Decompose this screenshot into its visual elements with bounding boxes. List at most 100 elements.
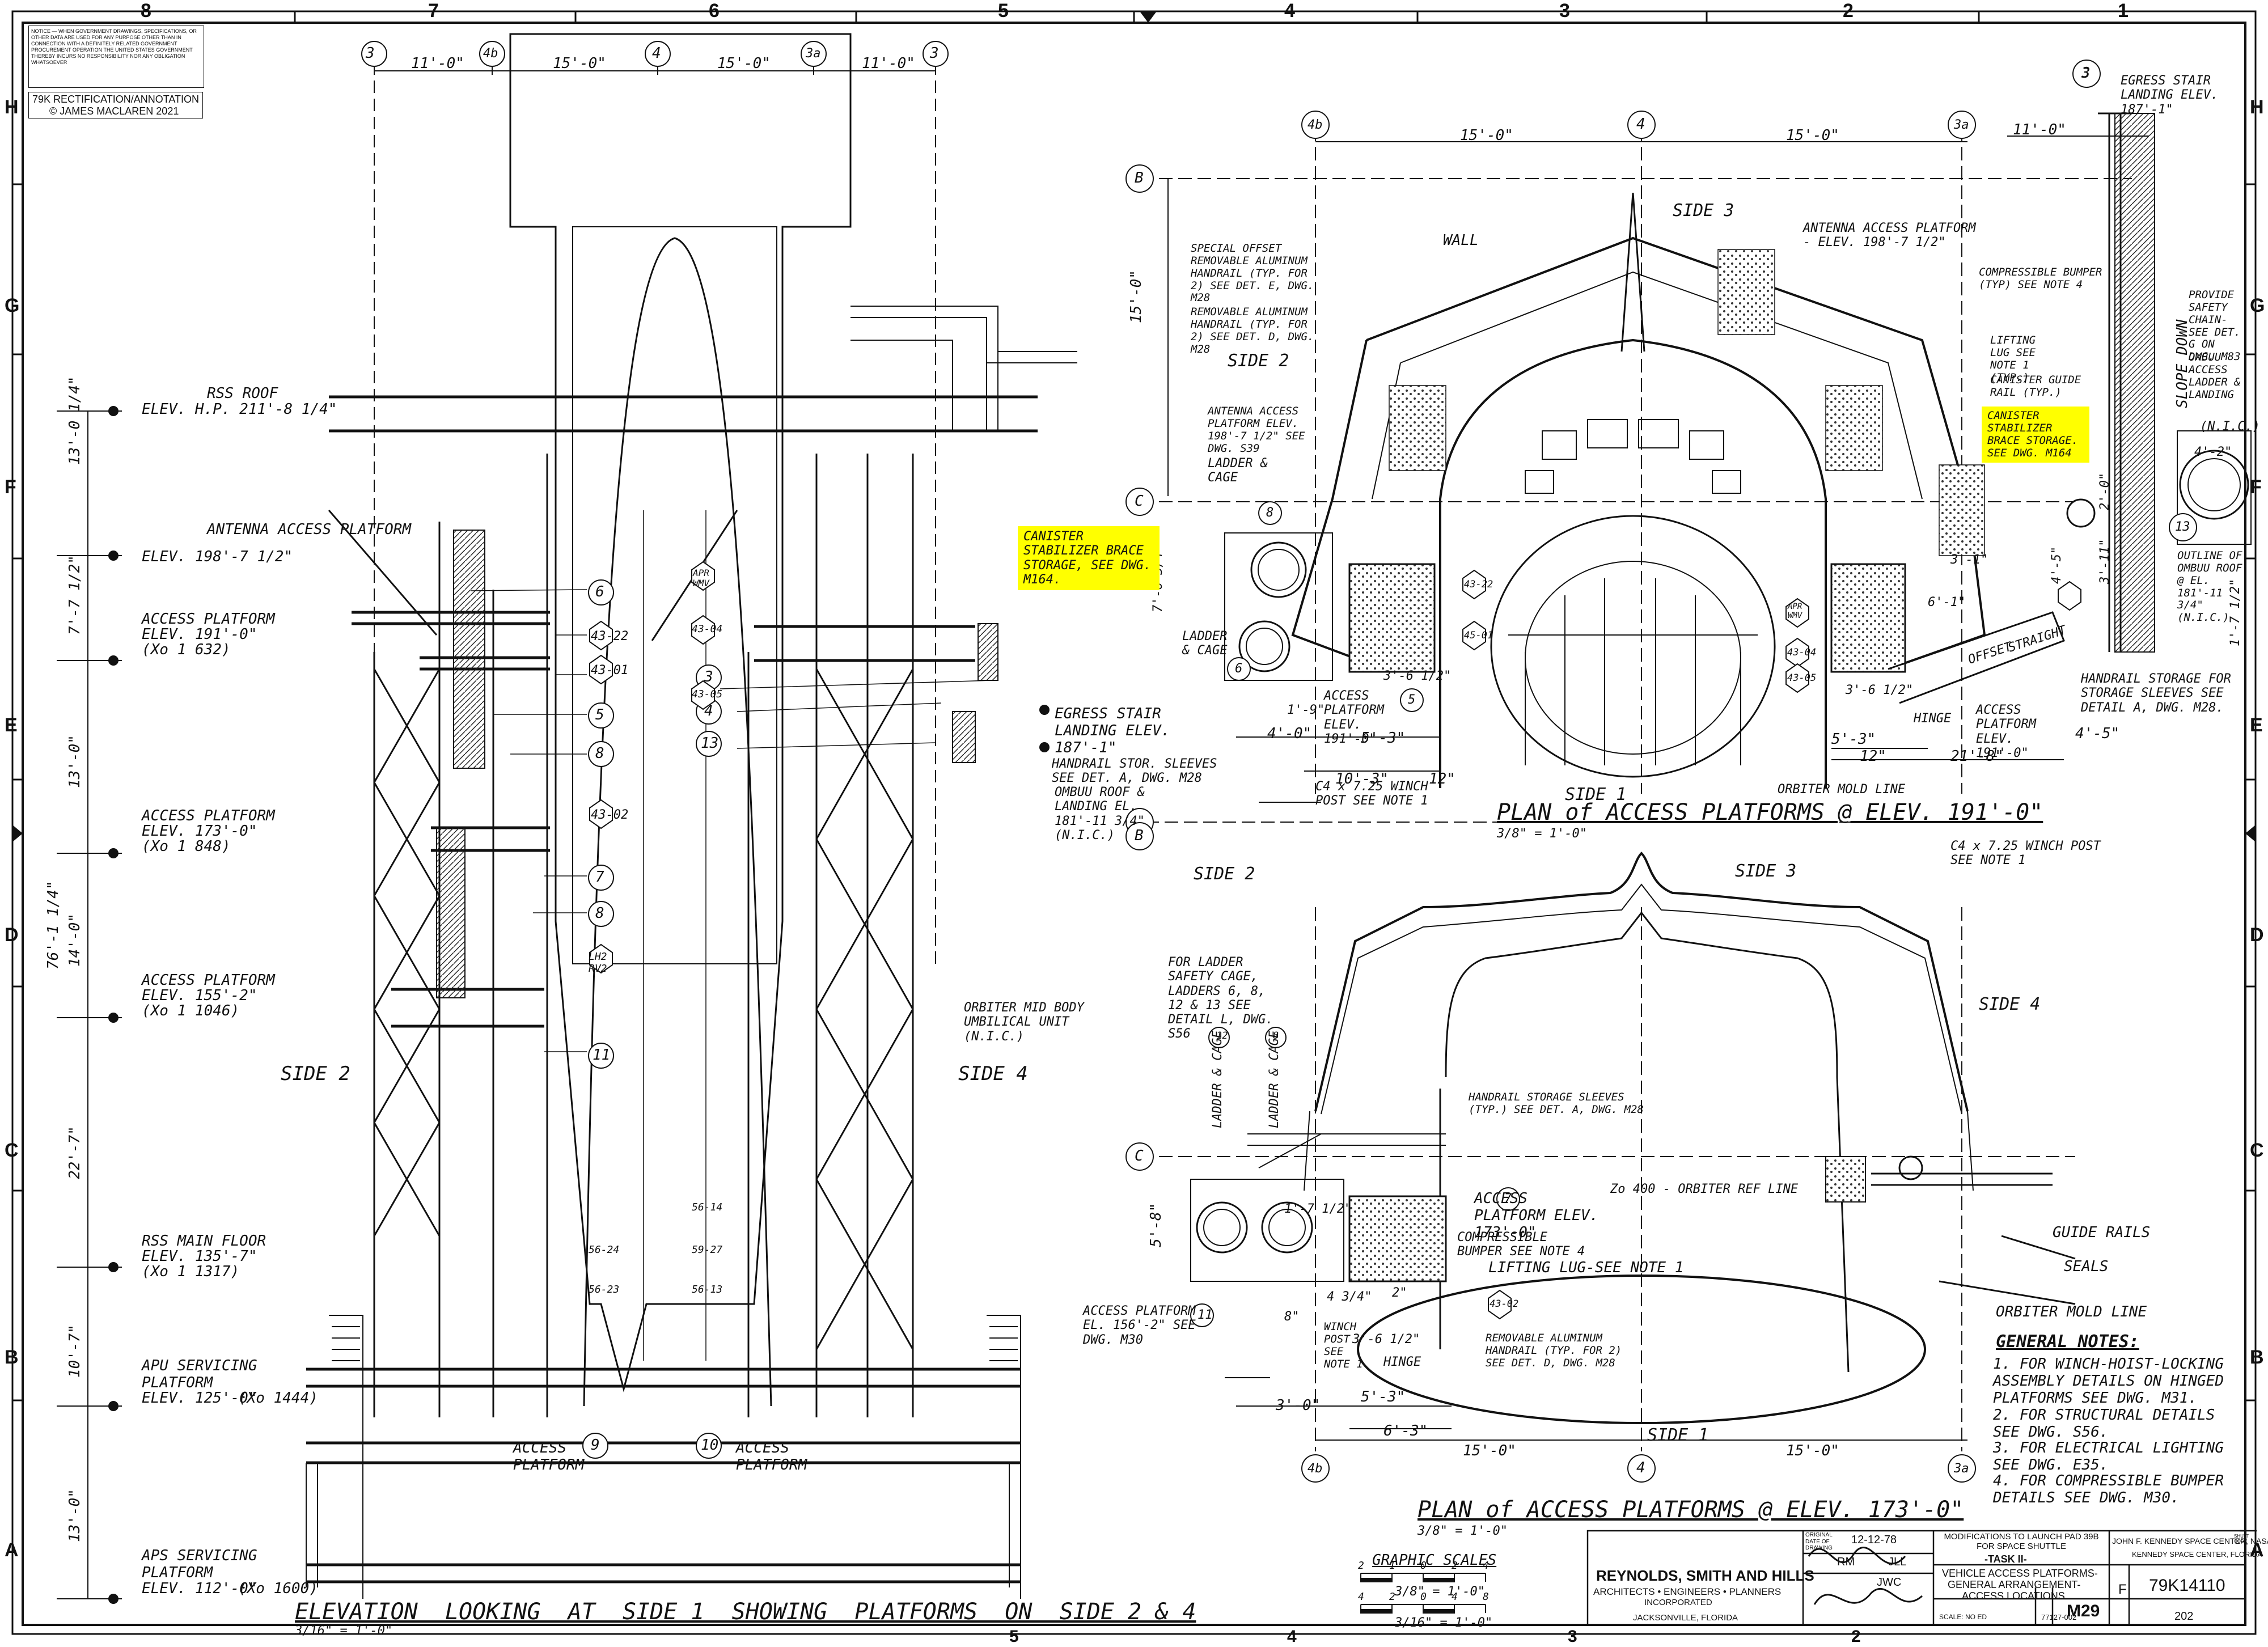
p191-callout-5: 5 <box>1408 693 1416 707</box>
p173-callout-12: 12 <box>1216 1030 1228 1041</box>
tb-firm-sub: ARCHITECTS • ENGINEERS • PLANNERS <box>1593 1586 1782 1597</box>
p191-dim-8: 4'-0" <box>1267 725 1312 742</box>
scale2-tick-0: 4 <box>1358 1591 1364 1603</box>
p191-callout-3: 3 <box>2082 66 2090 81</box>
elev-aps-value: ELEV. 112'-0" <box>142 1580 257 1597</box>
zone-row-f-right: F <box>2250 476 2262 498</box>
p191-wall: WALL <box>1443 232 1479 249</box>
tb-drawn: RM <box>1837 1556 1855 1568</box>
p191-dim-9: 5'-3" <box>1361 730 1406 747</box>
tb-firm-inc: INCORPORATED <box>1644 1598 1712 1607</box>
elev-left-dim-3: 13'-0" <box>66 735 83 788</box>
zone-row-d: D <box>5 924 19 946</box>
p191-compressible: COMPRESSIBLE BUMPER (TYP) SEE NOTE 4 <box>1979 266 2102 291</box>
p173-winch-post: WINCH POST SEE NOTE 1 <box>1324 1320 1363 1370</box>
elev-callout-43-05: 43-05 <box>692 688 723 700</box>
elev-apu-value: ELEV. 125'-0" <box>142 1390 257 1407</box>
elev-access-left: ACCESS PLATFORM <box>513 1439 585 1474</box>
p191-dim-2: 15'-0" <box>1786 127 1839 144</box>
p191-guide-rail: CANISTER GUIDE RAIL (TYP.) <box>1990 374 2081 399</box>
p173-guide-rails: GUIDE RAILS <box>2053 1224 2151 1241</box>
tb-center: JOHN F. KENNEDY SPACE CENTER, NASA <box>2112 1536 2268 1546</box>
elev-egress-label: EGRESS STAIR LANDING ELEV. 187'-1" <box>1055 705 1170 756</box>
p173-side4: SIDE 4 <box>1979 994 2041 1014</box>
elev-top-dim-3: 15'-0" <box>717 55 771 72</box>
tb-orig-date: 12-12-78 <box>1851 1534 1897 1546</box>
zone-col-6: 6 <box>709 0 720 22</box>
p191-callout-apr: APR WMV <box>1788 602 1802 621</box>
elev-callout-5: 5 <box>595 706 604 723</box>
zone-bottom-2: 2 <box>1851 1627 1861 1646</box>
p173-dim-6: 5'-8" <box>1148 1203 1165 1247</box>
zone-col-8: 8 <box>141 0 151 22</box>
p191-grid-c: C <box>1135 493 1144 510</box>
tb-sheet-no: 202 <box>2174 1610 2194 1623</box>
p173-zo-line: Zo 400 - ORBITER REF LINE <box>1610 1182 1799 1196</box>
elev-top-dim-4: 11'-0" <box>862 55 915 72</box>
general-note-4: 4. FOR COMPRESSIBLE BUMPER DETAILS SEE D… <box>1993 1472 2224 1506</box>
elev-left-dim-1: 13'-0 1/4" <box>66 376 83 465</box>
zone-row-h-right: H <box>2250 96 2264 118</box>
plan-173-view <box>1140 852 2076 1451</box>
zone-col-7: 7 <box>428 0 439 22</box>
zone-row-g-right: G <box>2250 295 2265 316</box>
elev-handrail-label: HANDRAIL STOR. SLEEVES SEE DET. A, DWG. … <box>1052 757 1217 786</box>
tb-shuttle-code: SHUTT CODE <box>2234 1534 2249 1544</box>
p191-hinge: HINGE <box>1914 712 1952 726</box>
scale1-label: 3/8" = 1'-0" <box>1395 1585 1485 1599</box>
elev-callout-lh2: LH2 RV2 <box>589 951 607 975</box>
zone-row-a: A <box>5 1539 19 1561</box>
p191-antenna: ANTENNA ACCESS PLATFORM - ELEV. 198'-7 1… <box>1803 221 1976 250</box>
elev-ap173-xo: (Xo 1 848) <box>142 838 231 855</box>
elev-rss-main-value: ELEV. 135'-7" <box>142 1248 257 1265</box>
p191-ombuu-ladder: OMBUU ACCESS LADDER & LANDING <box>2189 351 2241 401</box>
elev-ap155-xo: (Xo 1 1046) <box>142 1002 240 1019</box>
zone-row-d-right: D <box>2250 924 2264 946</box>
p191-canister-left-highlight: CANISTER STABILIZER BRACE STORAGE, SEE D… <box>1018 526 1160 591</box>
tb-task: -TASK II- <box>1984 1553 2027 1565</box>
elev-callout-13: 13 <box>701 735 719 752</box>
elev-callout-56-23: 56-23 <box>589 1284 620 1295</box>
tb-title-3: ACCESS LOCATIONS <box>1962 1590 2065 1602</box>
scale1-tick-1: 1 <box>1389 1560 1395 1572</box>
graphic-scales <box>1360 1573 1486 1614</box>
elev-top-dim-2: 15'-0" <box>553 55 606 72</box>
elev-grid-4: 4 <box>652 45 661 62</box>
elev-top-dim-1: 11'-0" <box>411 55 464 72</box>
elevation-view <box>57 33 1077 1599</box>
elev-ap155-name: ACCESS PLATFORM <box>142 972 275 989</box>
elev-rss-roof-value: ELEV. H.P. 211'-8 1/4" <box>142 401 337 418</box>
p173-dim-7: 8" <box>1284 1310 1300 1324</box>
general-notes-heading: GENERAL NOTES: <box>1996 1332 2139 1352</box>
p173-ladder-cage-2: LADDER & CAGE <box>1267 1030 1281 1128</box>
p191-dim-10: 12" <box>1860 748 1886 765</box>
elev-orbiter-umbilical-label: ORBITER MID BODY UMBILICAL UNIT (N.I.C.) <box>964 1001 1084 1044</box>
p191-access-right: ACCESS PLATFORM ELEV. 191'-0" <box>1976 703 2036 760</box>
p191-dim-22: 4'-2" <box>2194 445 2232 459</box>
scale2-label: 3/16" = 1'-0" <box>1395 1616 1493 1630</box>
scale1-tick-3: 2 <box>1452 1560 1458 1572</box>
p191-dim-11: 21'-8" <box>1950 748 2004 765</box>
p173-grid-3a: 3a <box>1954 1462 1969 1476</box>
p191-dim-4: 15'-0" <box>1128 270 1145 323</box>
scale2-tick-2: 0 <box>1420 1591 1427 1603</box>
p173-dim-1: 15'-0" <box>1463 1442 1516 1459</box>
scale1-tick-0: 2 <box>1358 1560 1364 1572</box>
elev-callout-43-22: 43-22 <box>591 629 629 643</box>
p191-ladder-cage: LADDER & CAGE <box>1208 456 1268 485</box>
elev-callout-59-27: 59-27 <box>692 1244 723 1256</box>
tb-firm-city: JACKSONVILLE, FLORIDA <box>1633 1613 1738 1623</box>
elev-callout-8: 8 <box>595 745 604 762</box>
elev-side2-label: SIDE 2 <box>281 1062 350 1085</box>
elev-callout-56-24: 56-24 <box>589 1244 620 1256</box>
p191-dim-20: 2'-0" <box>2098 472 2112 510</box>
zone-row-c: C <box>5 1140 19 1161</box>
zone-row-g: G <box>5 295 20 316</box>
p191-grid-4: 4 <box>1636 116 1645 133</box>
elev-callout-43-02: 43-02 <box>591 808 629 822</box>
zone-row-a-right: A <box>2250 1539 2264 1561</box>
plan173-title: PLAN of ACCESS PLATFORMS @ ELEV. 173'-0" <box>1417 1497 1964 1523</box>
elev-ombuu-label: OMBUU ROOF & LANDING EL. 181'-11 3/4" (N… <box>1055 785 1145 842</box>
zone-col-1: 1 <box>2118 0 2129 22</box>
